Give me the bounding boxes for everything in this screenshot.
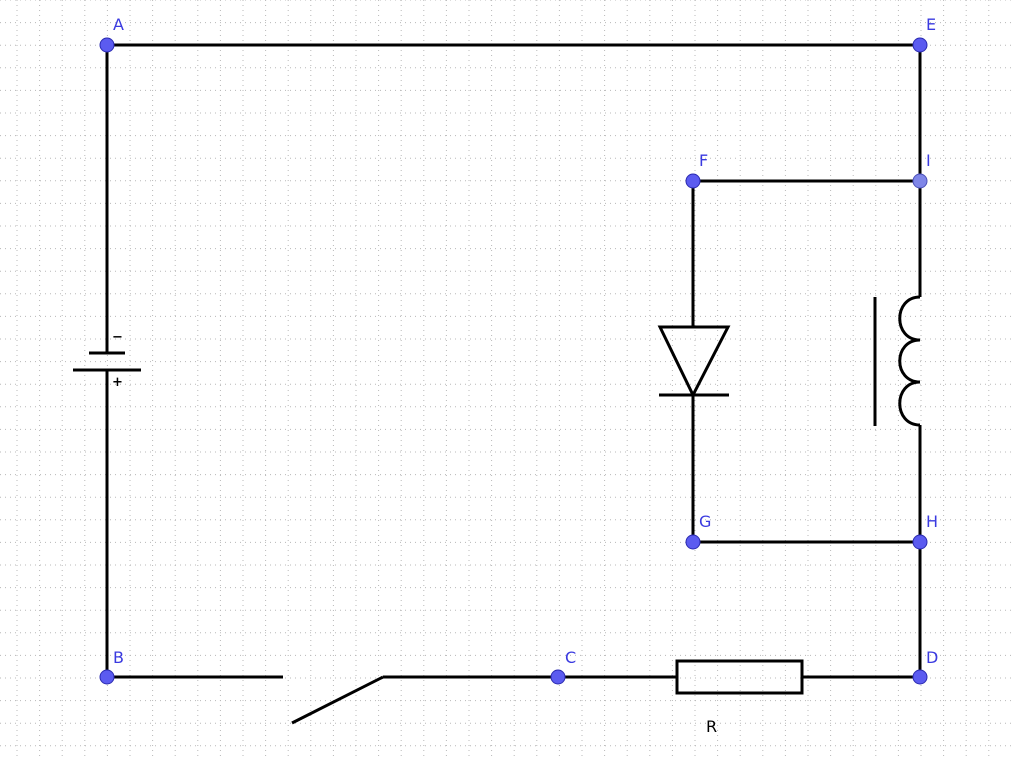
inductor-coil: [898, 295, 921, 427]
label-a: A: [113, 15, 124, 34]
point-b[interactable]: [99, 669, 115, 685]
resistor-body: [675, 659, 804, 695]
battery-minus-sign: −: [112, 330, 123, 345]
point-c[interactable]: [550, 669, 566, 685]
label-d: D: [926, 648, 938, 667]
point-e[interactable]: [912, 37, 928, 53]
diode-triangle: [657, 325, 731, 399]
label-g: G: [699, 512, 711, 531]
point-h[interactable]: [912, 534, 928, 550]
point-i[interactable]: [912, 173, 928, 189]
battery-plus-sign: +: [112, 375, 123, 390]
label-e: E: [926, 15, 936, 34]
resistor-symbol: R: [675, 659, 804, 736]
label-i: I: [926, 151, 931, 170]
point-d[interactable]: [912, 669, 928, 685]
battery-symbol: − +: [73, 330, 141, 390]
inductor-symbol: [873, 295, 921, 427]
label-b: B: [113, 648, 124, 667]
point-f[interactable]: [685, 173, 701, 189]
diode-symbol: [657, 325, 731, 399]
wires: [105, 43, 922, 679]
point-g[interactable]: [685, 534, 701, 550]
point-labels: A E F I G H B C D: [113, 15, 938, 667]
label-c: C: [565, 648, 576, 667]
node-points: [99, 37, 928, 685]
point-a[interactable]: [99, 37, 115, 53]
switch-lever[interactable]: [291, 675, 384, 725]
label-f: F: [699, 151, 708, 170]
resistor-label: R: [706, 717, 717, 736]
label-h: H: [926, 512, 938, 531]
